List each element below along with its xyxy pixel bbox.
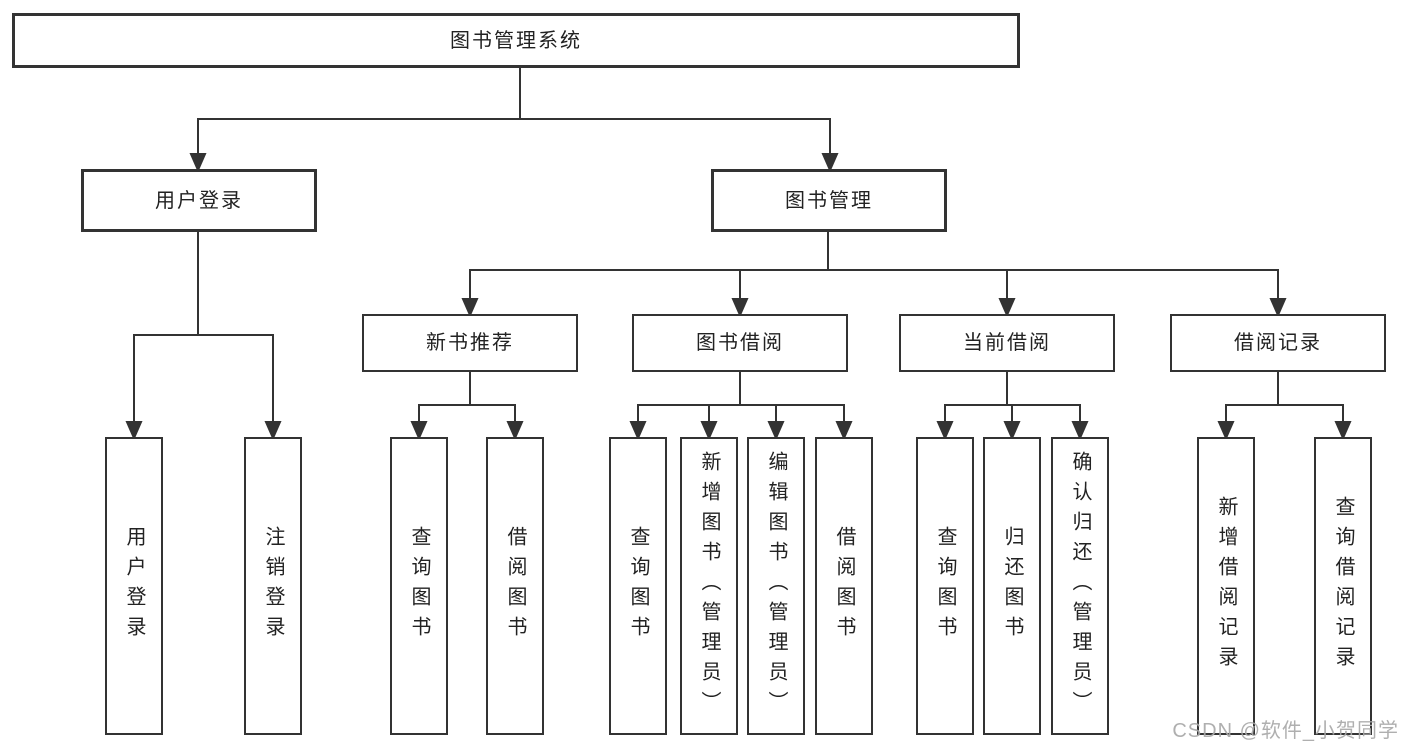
arrow-icon xyxy=(125,421,143,441)
node-current-borrow-label: 当前借阅 xyxy=(963,332,1051,354)
leaf-add-borrow-record: 新增借阅记录 xyxy=(1197,437,1255,735)
leaf-borrow-books-label: 借阅图书 xyxy=(833,526,855,646)
node-borrow-records-label: 借阅记录 xyxy=(1234,332,1322,354)
node-new-book-recommend-label: 新书推荐 xyxy=(426,332,514,354)
leaf-query-books-current-label: 查询图书 xyxy=(934,526,956,646)
leaf-user-login: 用户登录 xyxy=(105,437,163,735)
leaf-borrow-books: 借阅图书 xyxy=(815,437,873,735)
node-library-system: 图书管理系统 xyxy=(12,13,1020,68)
node-user-login: 用户登录 xyxy=(81,169,317,232)
node-user-login-label: 用户登录 xyxy=(155,189,243,212)
leaf-query-books-borrow-label: 查询图书 xyxy=(627,526,649,646)
leaf-user-login-label: 用户登录 xyxy=(123,526,145,646)
connector-current-borrow-branch xyxy=(936,372,1089,441)
leaf-query-books-borrow: 查询图书 xyxy=(609,437,667,735)
arrow-icon xyxy=(936,421,954,441)
node-book-management: 图书管理 xyxy=(711,169,947,232)
arrow-icon xyxy=(1269,298,1287,318)
arrow-icon xyxy=(767,421,785,441)
arrow-icon xyxy=(189,153,207,173)
node-book-management-label: 图书管理 xyxy=(785,189,873,212)
leaf-query-books-current: 查询图书 xyxy=(916,437,974,735)
connector-borrow-records-branch xyxy=(1217,372,1352,441)
leaf-add-borrow-record-label: 新增借阅记录 xyxy=(1215,496,1237,676)
node-book-borrow: 图书借阅 xyxy=(632,314,848,372)
connector-book-management-branch xyxy=(461,232,1287,318)
watermark: CSDN @软件_小贺同学 xyxy=(1172,720,1399,742)
leaf-edit-book-admin-label: 编辑图书（管理员） xyxy=(765,451,787,721)
arrow-icon xyxy=(731,298,749,318)
arrow-icon xyxy=(835,421,853,441)
node-new-book-recommend: 新书推荐 xyxy=(362,314,578,372)
leaf-add-book-admin-label: 新增图书（管理员） xyxy=(698,451,720,721)
leaf-add-book-admin: 新增图书（管理员） xyxy=(680,437,738,735)
leaf-logout: 注销登录 xyxy=(244,437,302,735)
node-current-borrow: 当前借阅 xyxy=(899,314,1115,372)
leaf-query-books-recommend: 查询图书 xyxy=(390,437,448,735)
arrow-icon xyxy=(410,421,428,441)
arrow-icon xyxy=(821,153,839,173)
node-library-system-label: 图书管理系统 xyxy=(450,29,582,52)
arrow-icon xyxy=(998,298,1016,318)
leaf-confirm-return-admin: 确认归还（管理员） xyxy=(1051,437,1109,735)
leaf-confirm-return-admin-label: 确认归还（管理员） xyxy=(1069,451,1091,721)
arrow-icon xyxy=(506,421,524,441)
connector-book-borrow-branch xyxy=(629,372,853,441)
arrow-icon xyxy=(461,298,479,318)
leaf-query-borrow-record: 查询借阅记录 xyxy=(1314,437,1372,735)
leaf-borrow-books-recommend: 借阅图书 xyxy=(486,437,544,735)
arrow-icon xyxy=(700,421,718,441)
arrow-icon xyxy=(1071,421,1089,441)
node-book-borrow-label: 图书借阅 xyxy=(696,332,784,354)
leaf-return-book-label: 归还图书 xyxy=(1001,526,1023,646)
arrow-icon xyxy=(1334,421,1352,441)
leaf-logout-label: 注销登录 xyxy=(262,526,284,646)
connector-new-book-recommend-branch xyxy=(410,372,524,441)
leaf-edit-book-admin: 编辑图书（管理员） xyxy=(747,437,805,735)
arrow-icon xyxy=(264,421,282,441)
leaf-query-books-recommend-label: 查询图书 xyxy=(408,526,430,646)
node-borrow-records: 借阅记录 xyxy=(1170,314,1386,372)
connector-user-login-branch xyxy=(125,232,282,441)
leaf-return-book: 归还图书 xyxy=(983,437,1041,735)
arrow-icon xyxy=(629,421,647,441)
leaf-borrow-books-recommend-label: 借阅图书 xyxy=(504,526,526,646)
arrow-icon xyxy=(1003,421,1021,441)
connector-root-to-level2 xyxy=(189,68,839,173)
leaf-query-borrow-record-label: 查询借阅记录 xyxy=(1332,496,1354,676)
arrow-icon xyxy=(1217,421,1235,441)
